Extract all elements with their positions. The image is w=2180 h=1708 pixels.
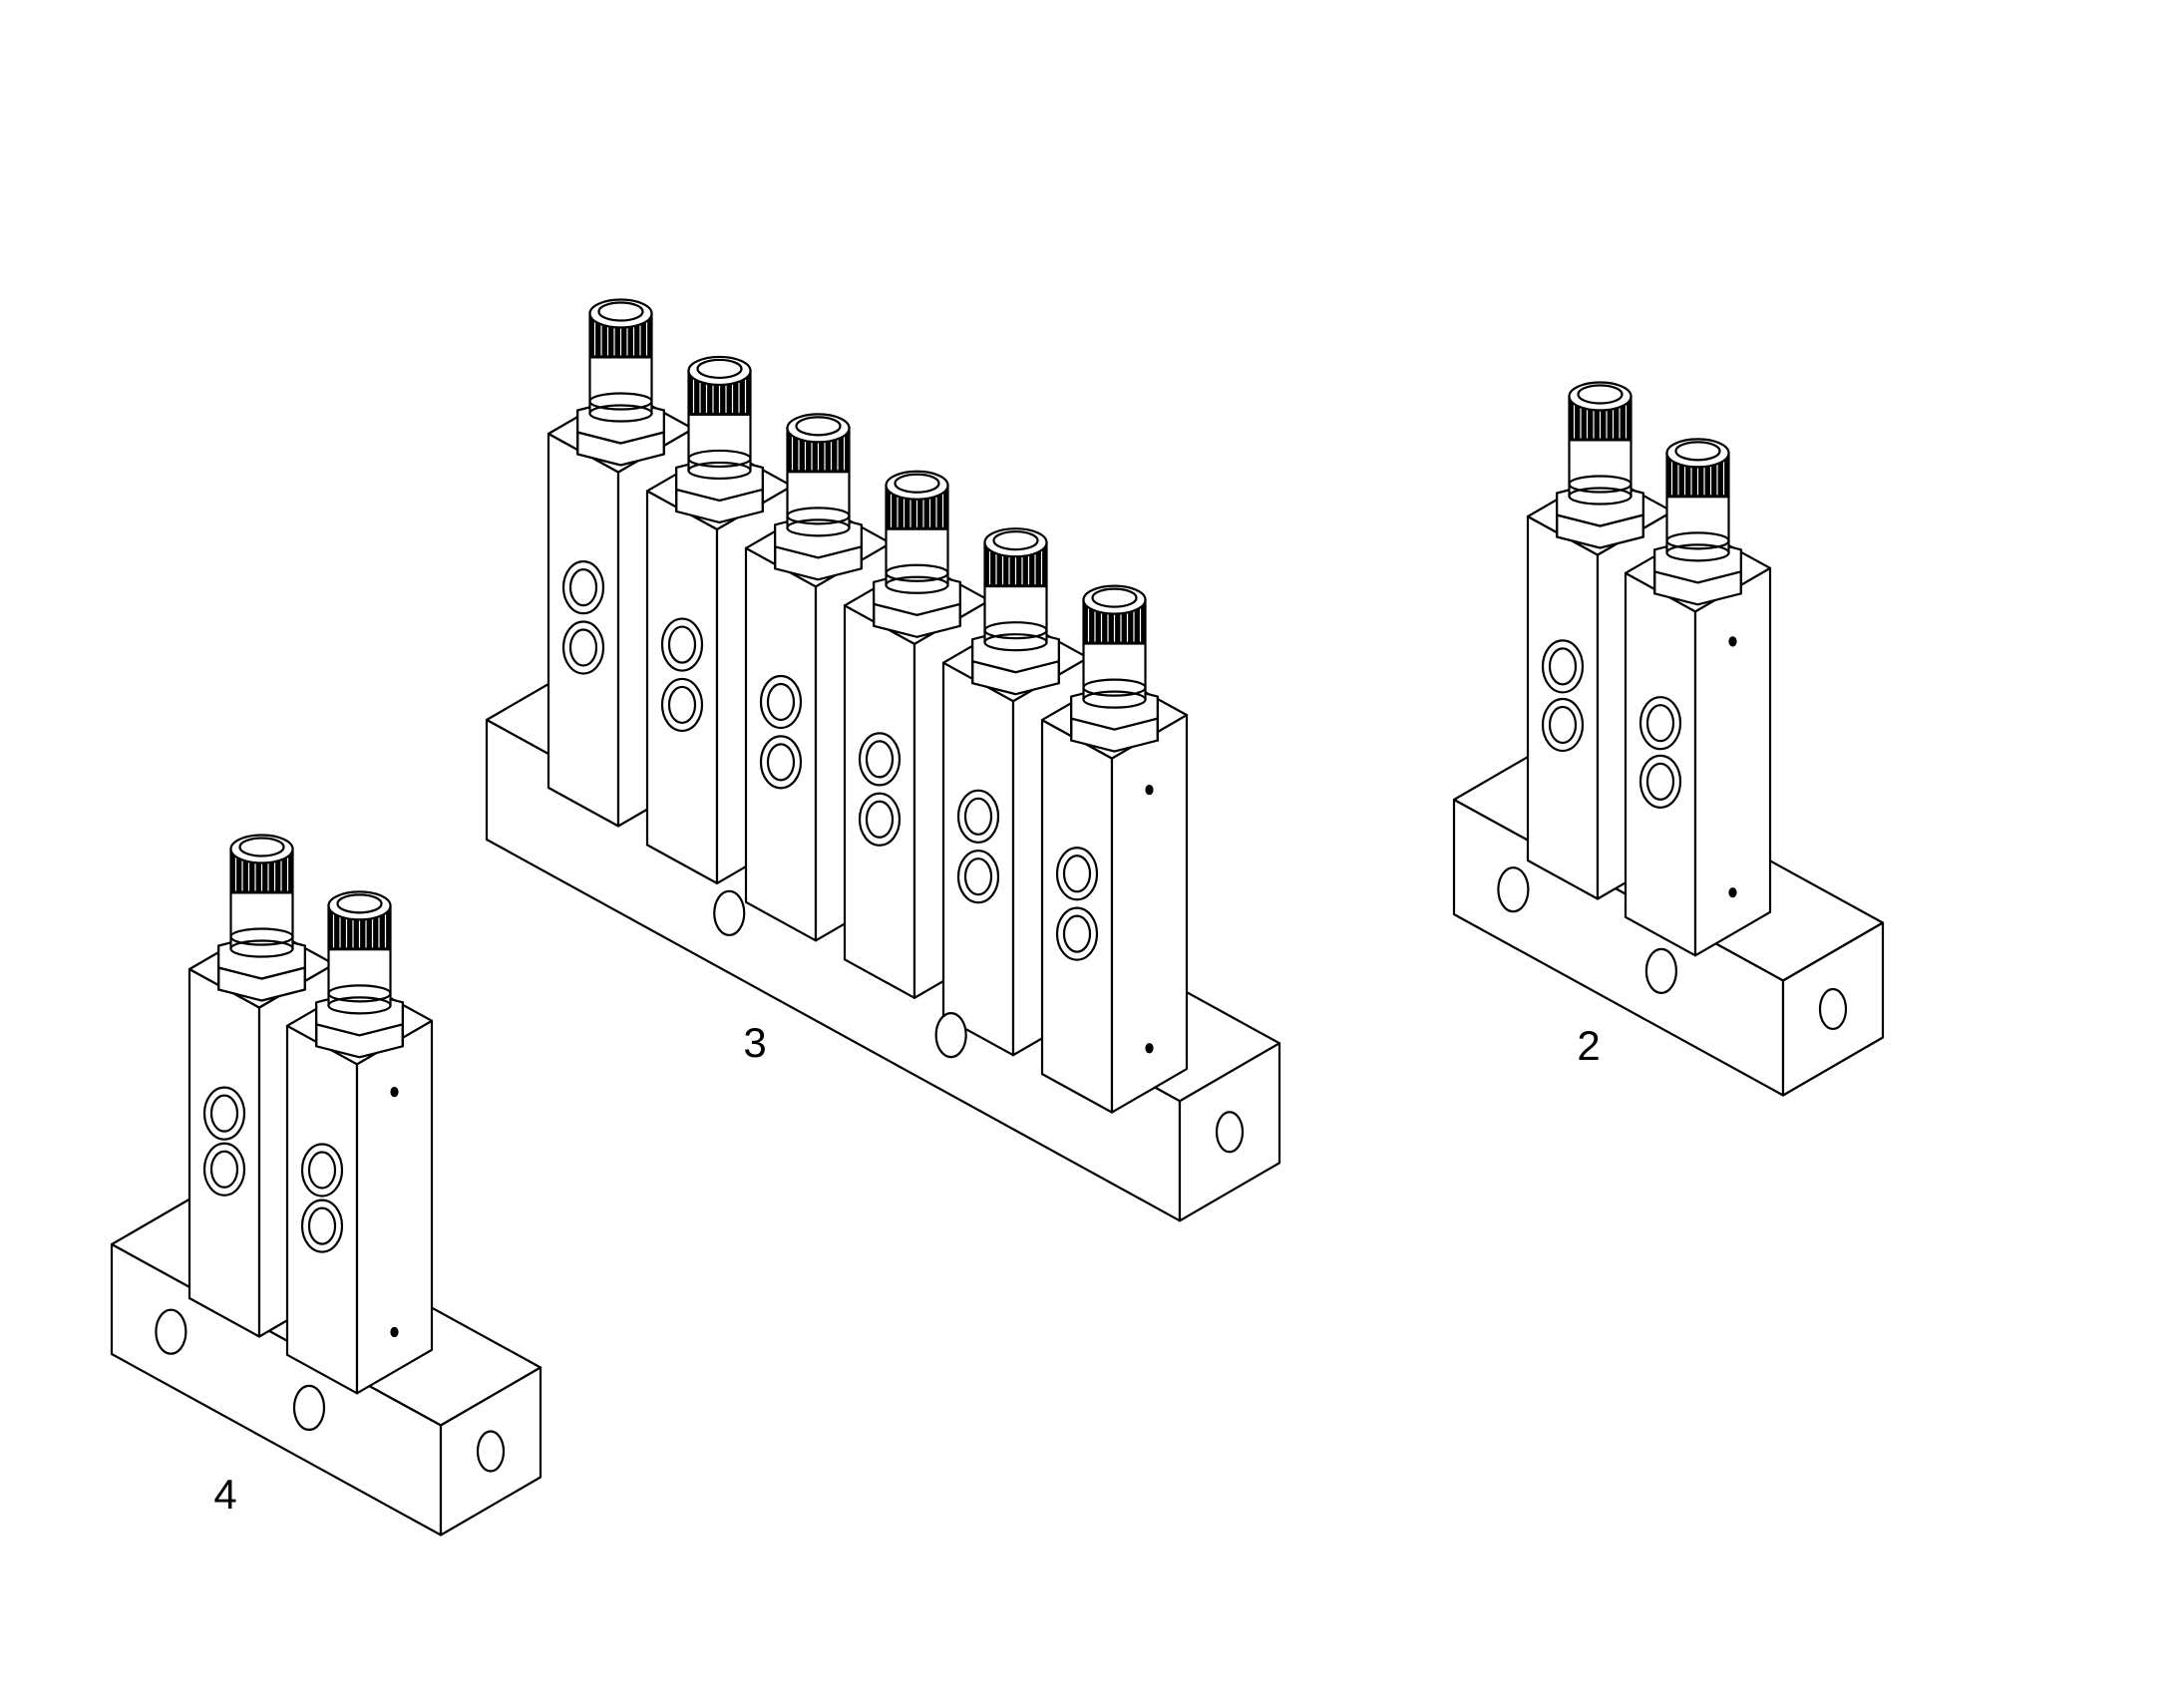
cap-dome (983, 527, 1048, 558)
valve-2 (1624, 438, 1772, 957)
port-hole-icon (307, 1206, 337, 1245)
port-hole-icon (766, 682, 796, 722)
end-port-icon (1215, 1111, 1245, 1154)
port-hole-icon (865, 740, 895, 779)
cap-ring (229, 927, 294, 946)
mounting-hole-icon (155, 1308, 187, 1355)
port-hole-icon (209, 1150, 239, 1189)
mounting-hole-icon (1497, 866, 1530, 913)
port-hole-icon (865, 800, 895, 839)
screw-hole-icon (390, 1086, 399, 1098)
port-hole-icon (1645, 704, 1675, 743)
port-hole-icon (963, 797, 993, 836)
port-hole-icon (1548, 647, 1578, 686)
knurl-band (230, 854, 293, 894)
port-hole-icon (667, 625, 697, 664)
port-hole-icon (766, 743, 796, 782)
cap-dome (687, 355, 752, 387)
port-hole-icon (1062, 914, 1092, 953)
valve-6 (1040, 584, 1189, 1114)
valve-right-face (355, 1019, 434, 1395)
cap-dome-inner (1577, 384, 1624, 405)
mounting-hole-icon (713, 889, 746, 936)
cap-ring (983, 621, 1048, 640)
screw-hole-icon (1728, 636, 1737, 647)
cap-dome-inner (1091, 587, 1138, 608)
port-hole-icon (1548, 705, 1578, 745)
cap-dome (786, 413, 851, 444)
manifold-assembly-2 (1452, 381, 1885, 1097)
port-hole-icon (667, 685, 697, 725)
cap-dome (1082, 584, 1147, 615)
cap-ring (885, 563, 949, 582)
cap-dome-inner (696, 358, 743, 380)
port-hole-icon (963, 857, 993, 896)
cap-ring (1665, 531, 1730, 550)
cap-dome (1568, 381, 1633, 412)
screw-hole-icon (1145, 1043, 1154, 1054)
end-port-icon (476, 1430, 506, 1473)
valve-2 (285, 890, 434, 1395)
mounting-hole-icon (1644, 947, 1678, 994)
cap-dome (229, 834, 294, 864)
cap-dome (327, 890, 392, 921)
cap-ring (588, 392, 653, 411)
callout-label-4: 4 (213, 1471, 236, 1518)
screw-hole-icon (390, 1326, 399, 1338)
manifold-assembly-3 (485, 298, 1281, 1222)
cap-ring (1082, 678, 1147, 697)
port-hole-icon (568, 568, 598, 607)
port-hole-icon (307, 1151, 337, 1190)
manifold-assembly-4 (110, 834, 543, 1537)
cap-dome-inner (238, 837, 285, 857)
cap-dome-inner (894, 473, 940, 494)
end-port-icon (1818, 987, 1848, 1031)
cap-dome (1665, 438, 1730, 469)
screw-hole-icon (1728, 887, 1737, 898)
cap-dome-inner (336, 893, 383, 914)
cap-dome (588, 298, 653, 329)
callout-label-3: 3 (743, 1019, 766, 1066)
cap-dome-inner (992, 530, 1039, 551)
knurl-band (328, 910, 391, 951)
mounting-hole-icon (292, 1384, 326, 1432)
cap-ring (786, 507, 851, 525)
mounting-hole-icon (934, 1012, 967, 1059)
cap-dome-inner (795, 416, 842, 437)
cap-dome (885, 470, 949, 501)
callout-label-2: 2 (1577, 1022, 1600, 1069)
cap-ring (1568, 475, 1633, 494)
port-hole-icon (1645, 762, 1675, 801)
cap-ring (687, 449, 752, 469)
port-hole-icon (1062, 854, 1092, 893)
screw-hole-icon (1145, 784, 1154, 796)
cap-ring (327, 984, 392, 1003)
port-hole-icon (209, 1094, 239, 1133)
cap-dome-inner (1674, 441, 1721, 462)
knurl-band (589, 318, 652, 359)
cap-dome-inner (597, 301, 644, 322)
port-hole-icon (568, 628, 598, 667)
